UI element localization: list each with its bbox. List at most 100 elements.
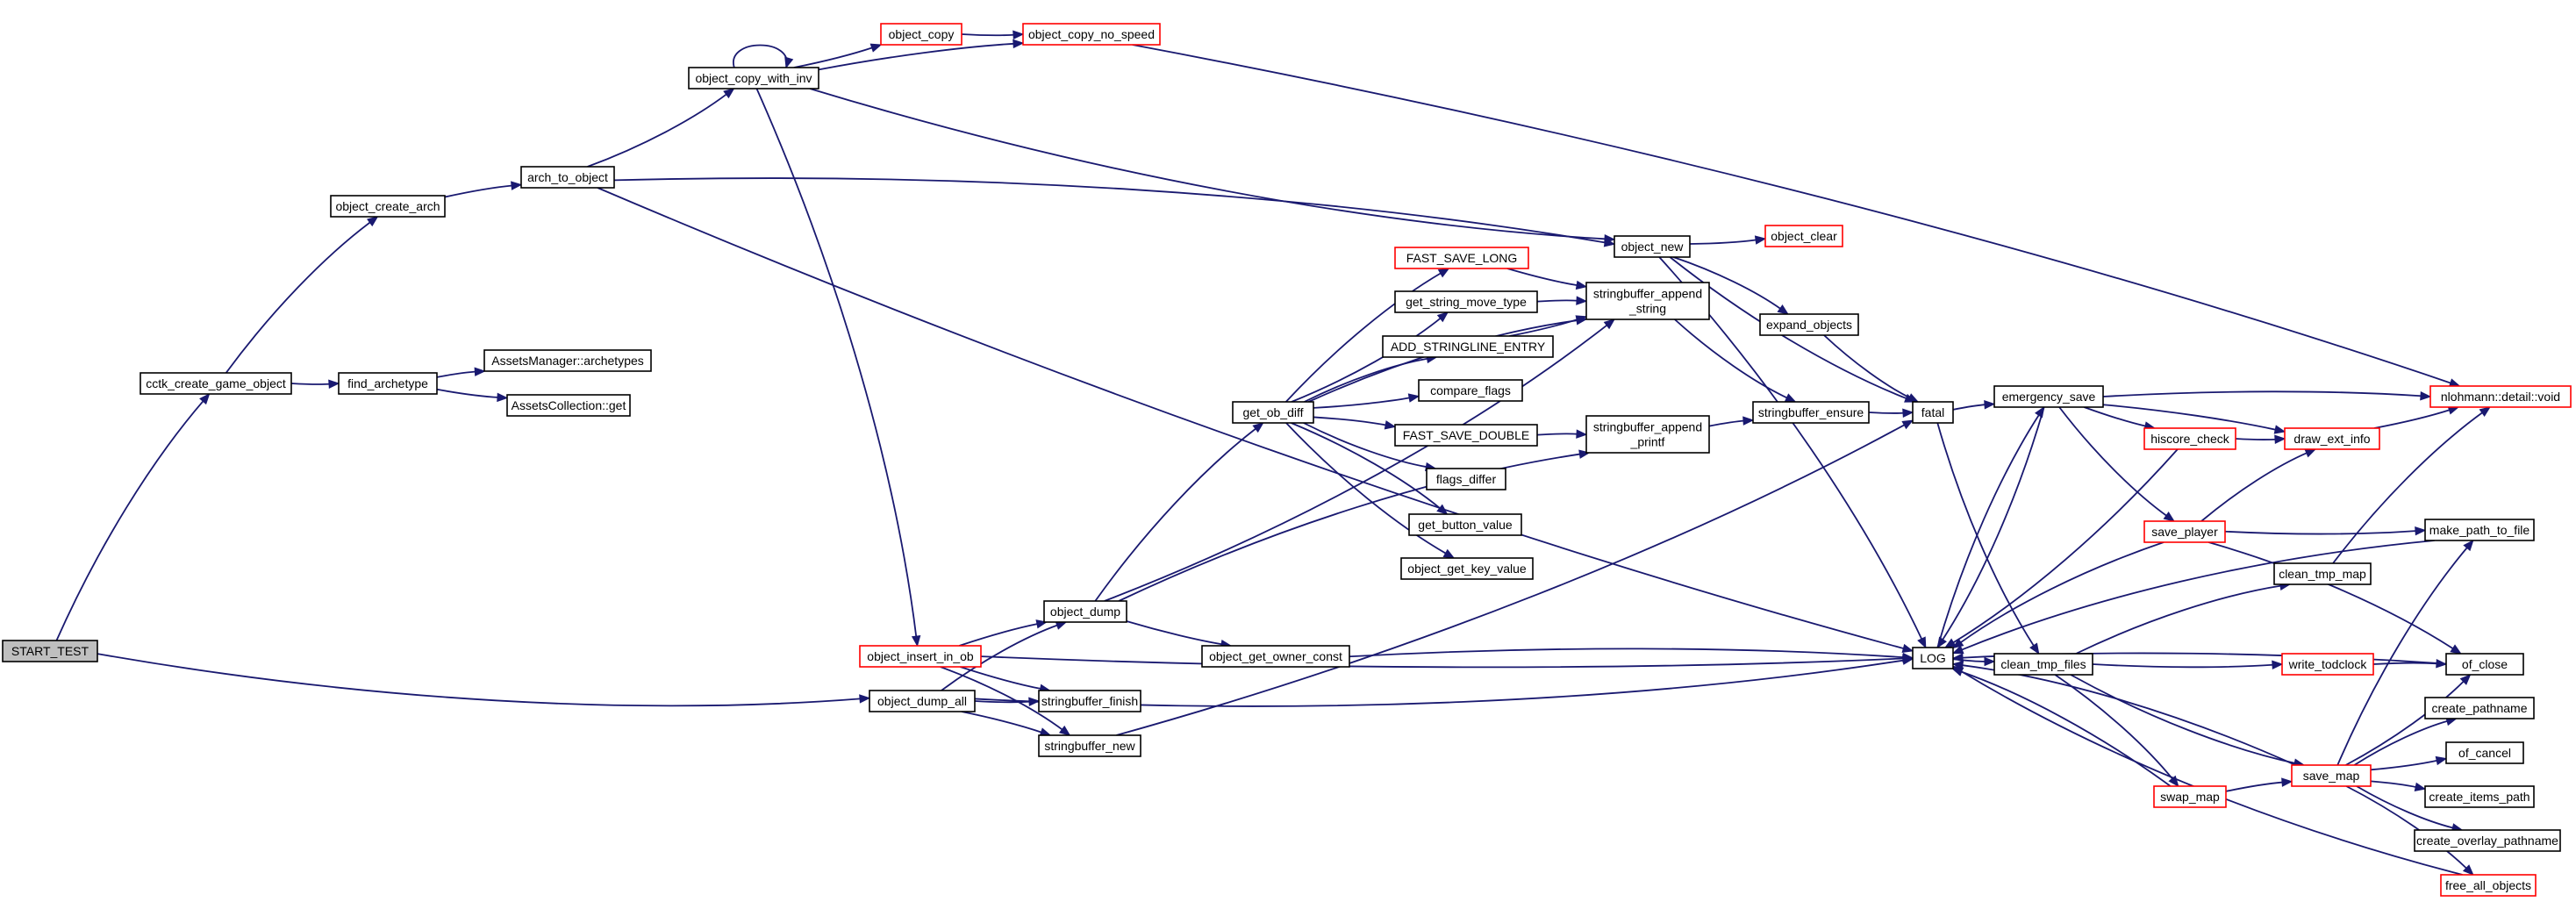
node-nlohmann-detail-void[interactable]: nlohmann::detail::void	[2429, 385, 2572, 408]
edge-line	[1509, 318, 1579, 337]
node-create-pathname[interactable]: create_pathname	[2424, 697, 2535, 719]
node-clean-tmp-map[interactable]: clean_tmp_map	[2273, 562, 2372, 585]
edge-line	[1823, 334, 1912, 399]
node-log[interactable]: LOG	[1912, 647, 1954, 669]
node-emergency-save[interactable]: emergency_save	[1993, 385, 2104, 408]
node-get-button-value[interactable]: get_button_value	[1408, 513, 1522, 536]
node-of-cancel[interactable]: of_cancel	[2445, 741, 2524, 764]
node-label: object_get_owner_const	[1209, 649, 1342, 663]
edge-emergency-save-to-hiscore-check	[2083, 406, 2157, 431]
edge-line	[1952, 404, 1987, 411]
node-label: save_player	[2151, 525, 2218, 539]
node-label: stringbuffer_finish	[1041, 694, 1138, 708]
node-save-player[interactable]: save_player	[2143, 520, 2226, 543]
edge-object-copy-with-inv-to-object-insert-in-ob	[755, 88, 921, 648]
node-compare-flags[interactable]: compare_flags	[1418, 379, 1523, 402]
node-swap-map[interactable]: swap_map	[2153, 785, 2227, 808]
node-cctk-create-game-object[interactable]: cctk_create_game_object	[140, 372, 292, 395]
edge-line	[1285, 422, 1448, 555]
edge-line	[436, 370, 477, 378]
edge-line	[2336, 546, 2469, 766]
node-label: object_dump	[1050, 605, 1120, 619]
node-object-copy-no-speed[interactable]: object_copy_no_speed	[1022, 23, 1161, 46]
node-expand-objects[interactable]: expand_objects	[1759, 313, 1859, 336]
edge-arrowhead	[2274, 434, 2286, 444]
node-write-todclock[interactable]: write_todclock	[2281, 653, 2374, 676]
node-label: get_button_value	[1418, 518, 1513, 532]
node-find-archetype[interactable]: find_archetype	[338, 372, 438, 395]
edge-clean-tmp-map-to-nlohmann-detail-void	[2332, 406, 2492, 564]
node-object-insert-in-ob[interactable]: object_insert_in_ob	[859, 645, 982, 668]
edge-arrowhead	[1951, 645, 1964, 655]
node-create-items-path[interactable]: create_items_path	[2424, 785, 2535, 808]
node-object-clear[interactable]: object_clear	[1764, 225, 1843, 247]
node-assets-manager-archetypes[interactable]: AssetsManager::archetypes	[483, 349, 652, 372]
node-box	[2424, 519, 2535, 541]
node-assets-collection-get[interactable]: AssetsCollection::get	[506, 394, 631, 417]
edge-line	[1506, 268, 1579, 287]
edge-arrowhead	[723, 88, 735, 99]
node-start-test[interactable]: START_TEST	[2, 640, 98, 662]
node-clean-tmp-files[interactable]: clean_tmp_files	[1993, 653, 2093, 676]
edge-arrowhead	[1442, 548, 1456, 559]
node-label: arch_to_object	[527, 170, 608, 184]
edge-line	[2235, 438, 2278, 440]
edge-object-new-to-object-clear	[1689, 235, 1767, 245]
node-fast-save-long[interactable]: FAST_SAVE_LONG	[1394, 247, 1529, 269]
edge-fast-save-double-to-stringbuffer-append-printf	[1536, 429, 1588, 439]
edge-line	[1291, 316, 1442, 403]
node-free-all-objects[interactable]: free_all_objects	[2440, 874, 2537, 897]
node-of-close[interactable]: of_close	[2445, 653, 2524, 676]
edge-free-all-objects-to-log	[1951, 665, 2463, 876]
node-draw-ext-info[interactable]: draw_ext_info	[2284, 427, 2380, 450]
node-fast-save-double[interactable]: FAST_SAVE_DOUBLE	[1394, 424, 1538, 447]
node-box	[506, 394, 631, 417]
node-object-dump[interactable]: object_dump	[1043, 600, 1127, 623]
node-box	[2291, 764, 2372, 787]
node-box	[2143, 520, 2226, 543]
node-flags-differ[interactable]: flags_differ	[1426, 468, 1506, 490]
node-object-copy[interactable]: object_copy	[880, 23, 962, 46]
node-object-get-owner-const[interactable]: object_get_owner_const	[1201, 645, 1350, 668]
node-object-dump-all[interactable]: object_dump_all	[869, 690, 976, 712]
edge-arrowhead	[199, 393, 211, 405]
node-get-ob-diff[interactable]: get_ob_diff	[1232, 401, 1314, 424]
edge-arrowhead	[1436, 504, 1449, 515]
edge-arrowhead	[2029, 642, 2040, 655]
edge-arrowhead	[869, 43, 883, 53]
node-save-map[interactable]: save_map	[2291, 764, 2372, 787]
node-stringbuffer-ensure[interactable]: stringbuffer_ensure	[1752, 401, 1870, 424]
node-stringbuffer-append-string[interactable]: stringbuffer_append_string	[1585, 282, 1710, 320]
node-stringbuffer-append-printf[interactable]: stringbuffer_append_printf	[1585, 415, 1710, 454]
edge-arrowhead	[1951, 653, 1964, 662]
node-label: object_new	[1621, 240, 1685, 254]
node-object-create-arch[interactable]: object_create_arch	[330, 195, 446, 218]
edge-line	[733, 44, 788, 68]
node-object-get-key-value[interactable]: object_get_key_value	[1400, 557, 1534, 580]
node-object-new[interactable]: object_new	[1614, 235, 1691, 258]
node-stringbuffer-new[interactable]: stringbuffer_new	[1038, 734, 1141, 757]
node-arch-to-object[interactable]: arch_to_object	[520, 166, 615, 189]
node-get-string-move-type[interactable]: get_string_move_type	[1394, 290, 1538, 313]
node-box	[338, 372, 438, 395]
node-box	[1764, 225, 1843, 247]
edge-arrowhead	[1951, 665, 1964, 676]
node-fatal[interactable]: fatal	[1912, 401, 1954, 424]
edge-line	[1936, 413, 2041, 648]
node-label: hiscore_check	[2150, 432, 2229, 446]
node-label: ADD_STRINGLINE_ENTRY	[1391, 340, 1546, 354]
node-label: _string	[1628, 302, 1666, 316]
edge-line	[2353, 719, 2450, 766]
node-label: LOG	[1920, 651, 1946, 665]
node-hiscore-check[interactable]: hiscore_check	[2143, 427, 2236, 450]
node-object-copy-with-inv[interactable]: object_copy_with_inv	[688, 67, 819, 89]
node-create-overlay-pathname[interactable]: create_overlay_pathname	[2414, 829, 2561, 852]
node-add-stringline-entry[interactable]: ADD_STRINGLINE_ENTRY	[1382, 335, 1554, 358]
edge-line	[1116, 423, 1907, 736]
edge-get-ob-diff-to-get-string-move-type	[1291, 311, 1449, 403]
node-label: object_copy_no_speed	[1028, 27, 1155, 41]
edge-clean-tmp-files-to-write-todclock	[2092, 660, 2284, 669]
node-stringbuffer-finish[interactable]: stringbuffer_finish	[1038, 690, 1141, 712]
node-make-path-to-file[interactable]: make_path_to_file	[2424, 519, 2535, 541]
edge-arrowhead	[2462, 864, 2474, 876]
